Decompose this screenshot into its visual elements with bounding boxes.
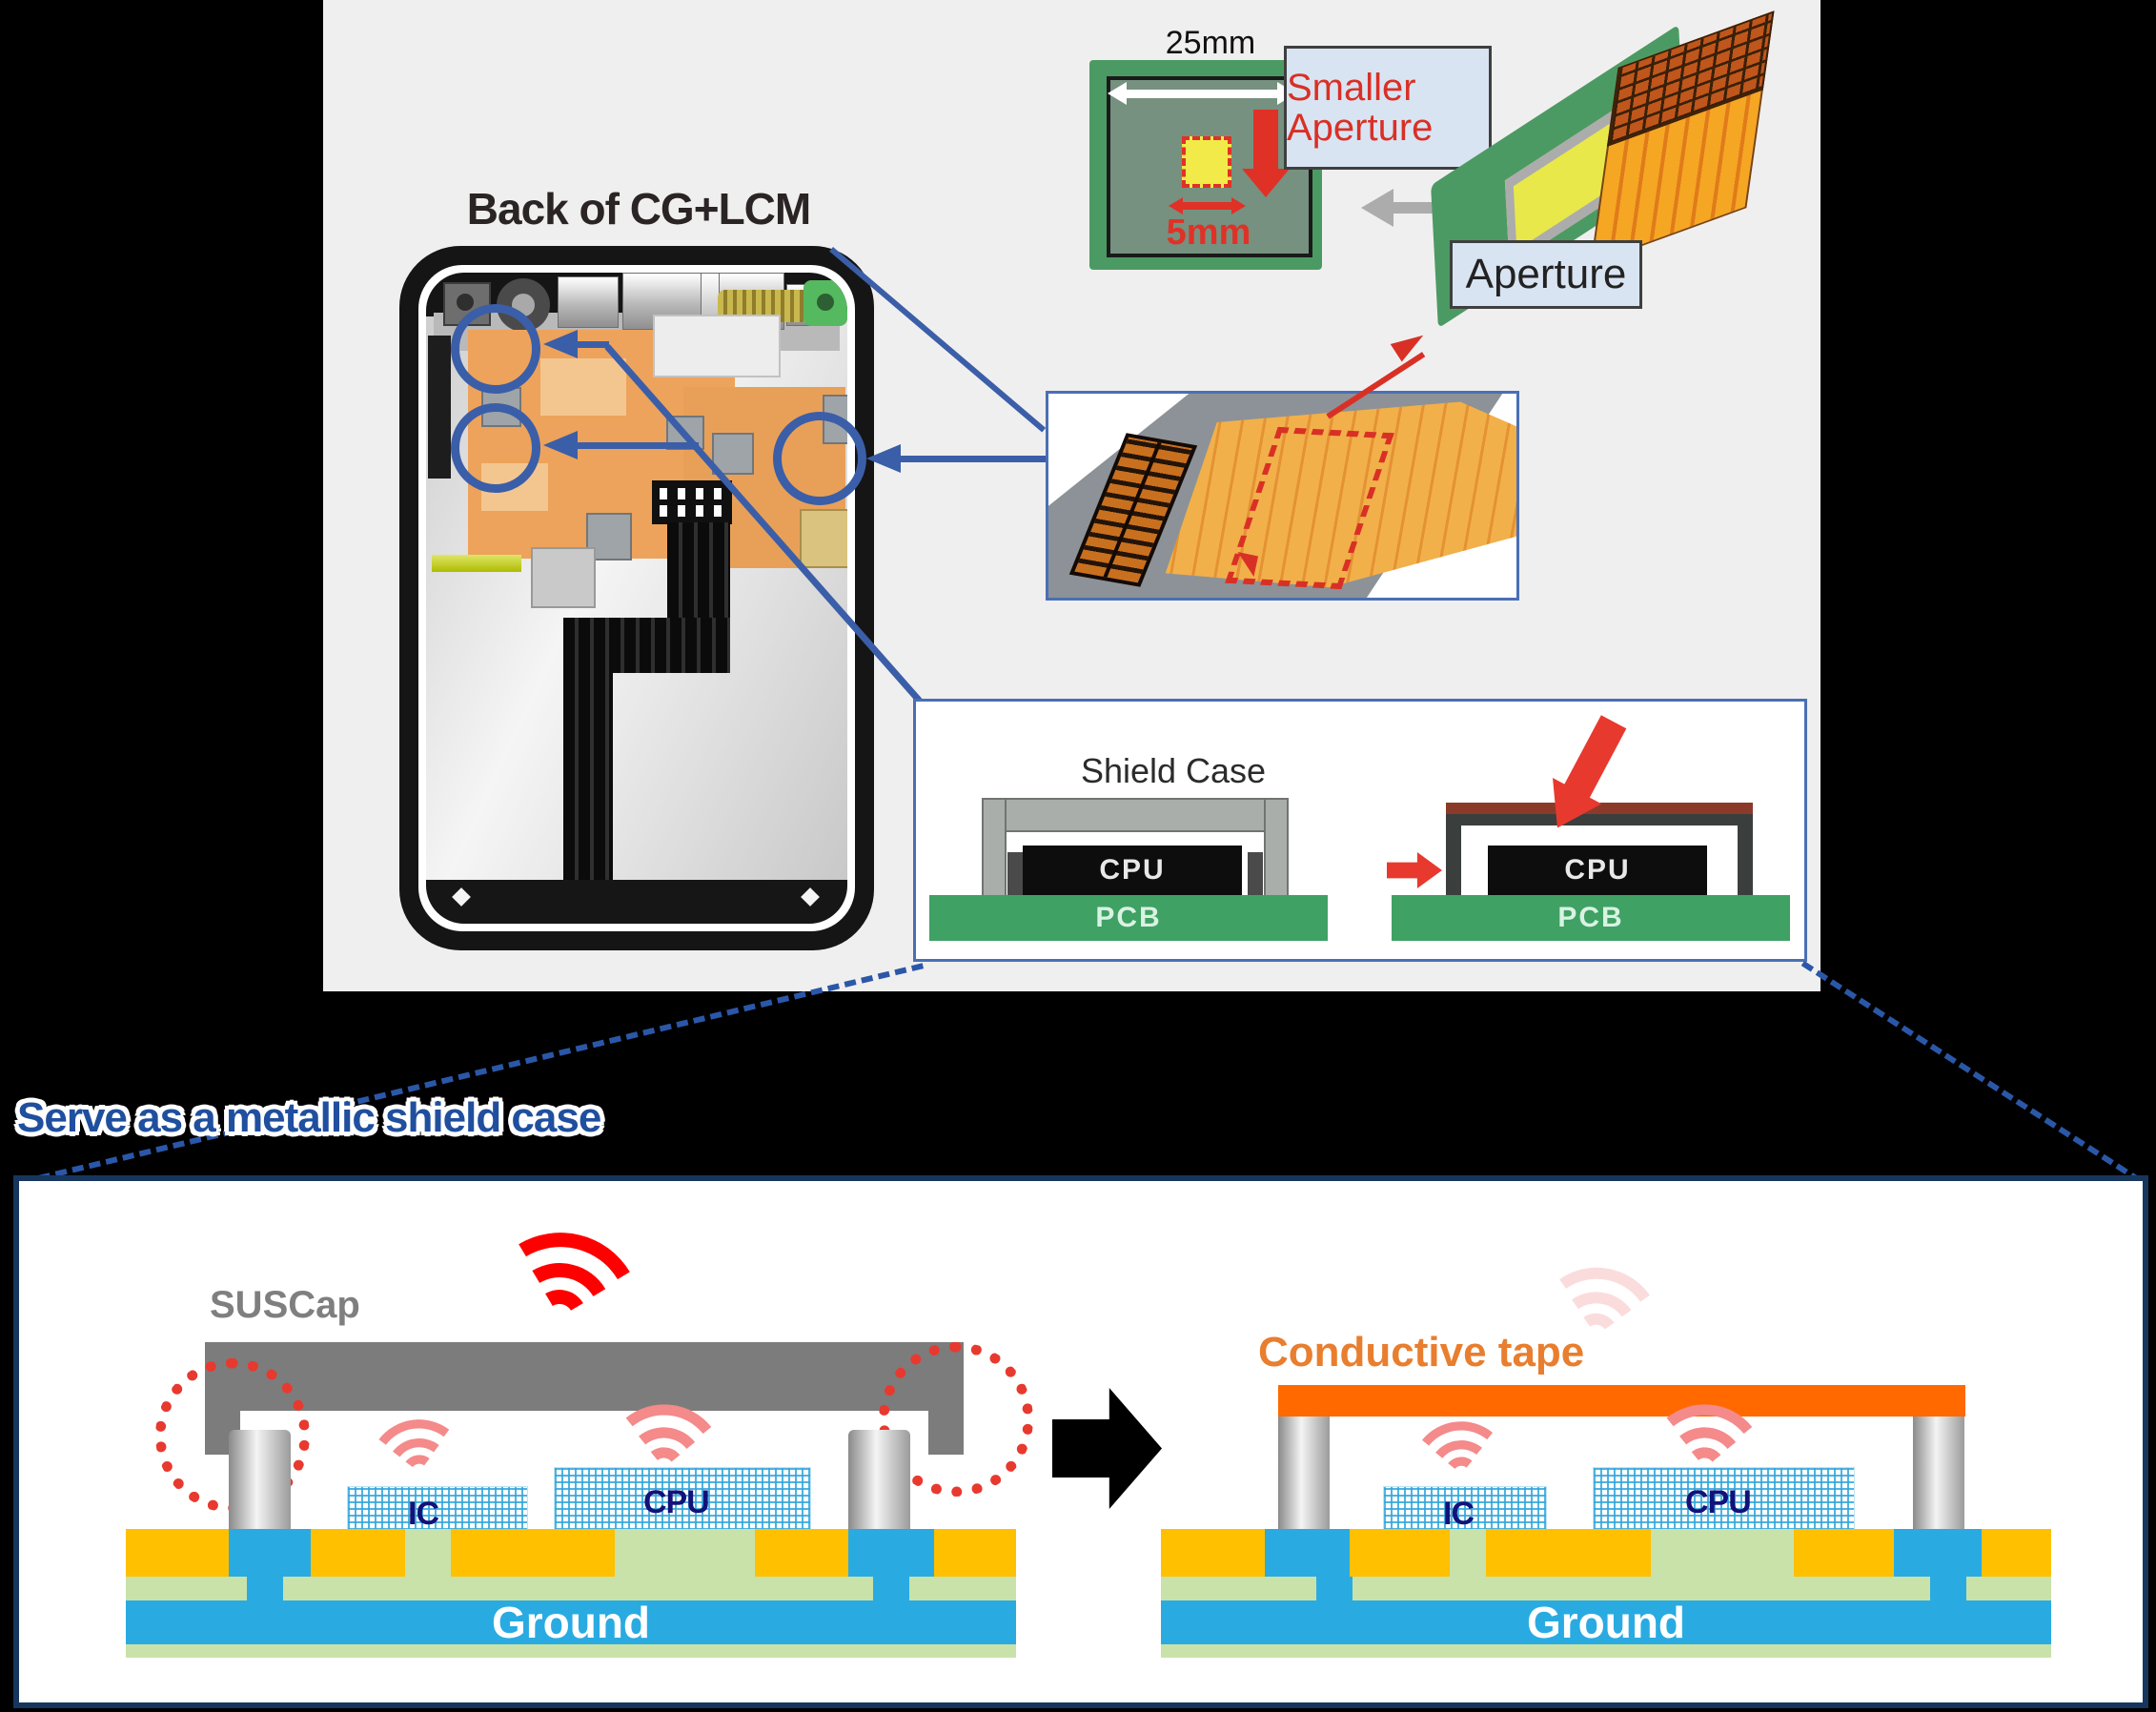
ground-post-left-2 xyxy=(848,1430,910,1529)
pcb-right-label: PCB xyxy=(1557,902,1624,933)
shield-case-label: Shield Case xyxy=(1080,751,1267,790)
ground-post-left-1 xyxy=(229,1430,291,1529)
cpu-chip-right-diagram xyxy=(1593,1467,1855,1531)
arrowhead-to-circle-1 xyxy=(543,330,578,358)
shield-case-box: Shield Case CPU PCB CPU PCB xyxy=(913,699,1807,962)
black-arrow xyxy=(1052,1388,1162,1509)
arrowhead-to-circle-3 xyxy=(866,444,901,473)
pcb-left: PCB xyxy=(929,895,1328,941)
zoom-dash-left xyxy=(38,963,925,1181)
red-down-arrow xyxy=(1253,110,1278,169)
pcb-right: PCB xyxy=(1392,895,1790,941)
cpu-chip-left-diagram xyxy=(554,1467,811,1531)
ground-label-right: Ground xyxy=(1526,1598,1686,1647)
ic-emission-arcs-right-icon xyxy=(1406,1416,1516,1527)
highlight-circle-1 xyxy=(451,304,540,394)
ic-label-left: IC xyxy=(408,1496,439,1532)
zoom-dash-right xyxy=(1800,961,2143,1184)
bottom-panel: SUSCap IC CPU xyxy=(13,1175,2148,1708)
ribbon-cable xyxy=(667,522,730,622)
faint-emission-arcs-icon xyxy=(1521,1257,1672,1408)
highlight-circle-2 xyxy=(451,403,540,493)
yellow-green-bar xyxy=(432,555,521,572)
cpu-right-label: CPU xyxy=(1564,854,1631,886)
big-red-arrow xyxy=(1531,709,1640,847)
highlight-circle-3 xyxy=(773,412,866,505)
dim-5mm-label: 5mm xyxy=(1166,213,1251,253)
green-corner-module xyxy=(803,280,847,326)
ground-label-left: Ground xyxy=(491,1598,651,1647)
suscap-label: SUSCap xyxy=(210,1284,360,1326)
aperture-window-small xyxy=(1182,136,1231,188)
transition-arrow xyxy=(1387,852,1442,888)
back-of-cg-lcm-title: Back of CG+LCM xyxy=(466,184,811,234)
arrowhead-to-circle-2 xyxy=(543,431,578,459)
ic-emission-arcs-left-icon xyxy=(362,1413,477,1527)
dark-side-stripe xyxy=(428,336,451,479)
red-width-arrow xyxy=(1182,202,1231,210)
conductive-tape-label: Conductive tape xyxy=(1258,1329,1585,1376)
white-width-arrow xyxy=(1125,90,1277,98)
phone-bottom-bezel xyxy=(426,880,847,924)
ground-layer-left: Ground xyxy=(126,1598,1016,1647)
cpu-left-label: CPU xyxy=(1099,854,1166,886)
tan-component xyxy=(800,509,847,568)
gap-highlight-right xyxy=(879,1342,1033,1497)
dim-25mm-label: 25mm xyxy=(1165,25,1256,61)
ic-label-right: IC xyxy=(1443,1496,1475,1532)
cpu-chip-left: CPU xyxy=(1023,846,1242,895)
strong-emission-arcs-icon xyxy=(461,1215,660,1413)
smaller-aperture-label: Smaller Aperture xyxy=(1287,67,1434,149)
white-bracket xyxy=(653,315,781,377)
cpu-chip-right: CPU xyxy=(1488,846,1707,895)
bottom-headline: Serve as a metallic shield case xyxy=(17,1094,601,1141)
cpu-label-left: CPU xyxy=(643,1484,710,1520)
aperture-callout: Aperture xyxy=(1450,240,1642,309)
cpu-label-right: CPU xyxy=(1685,1484,1752,1520)
pcb-left-label: PCB xyxy=(1095,902,1162,933)
conductive-tape-bar xyxy=(1278,1385,1965,1416)
chrome-shield-small xyxy=(558,276,619,328)
ic-chip-left xyxy=(347,1486,528,1531)
shield-cap xyxy=(982,798,1289,832)
ground-post-right-2 xyxy=(1913,1416,1964,1529)
ic-chip-right xyxy=(1383,1486,1547,1531)
suscap-bar xyxy=(205,1342,964,1411)
ribbon-connector xyxy=(652,480,732,524)
ground-post-right-1 xyxy=(1278,1416,1330,1529)
ground-layer-right: Ground xyxy=(1161,1598,2051,1647)
smaller-aperture-callout: Smaller Aperture xyxy=(1284,46,1492,170)
aperture-label: Aperture xyxy=(1465,251,1627,297)
flex-cable-box xyxy=(1046,391,1519,601)
